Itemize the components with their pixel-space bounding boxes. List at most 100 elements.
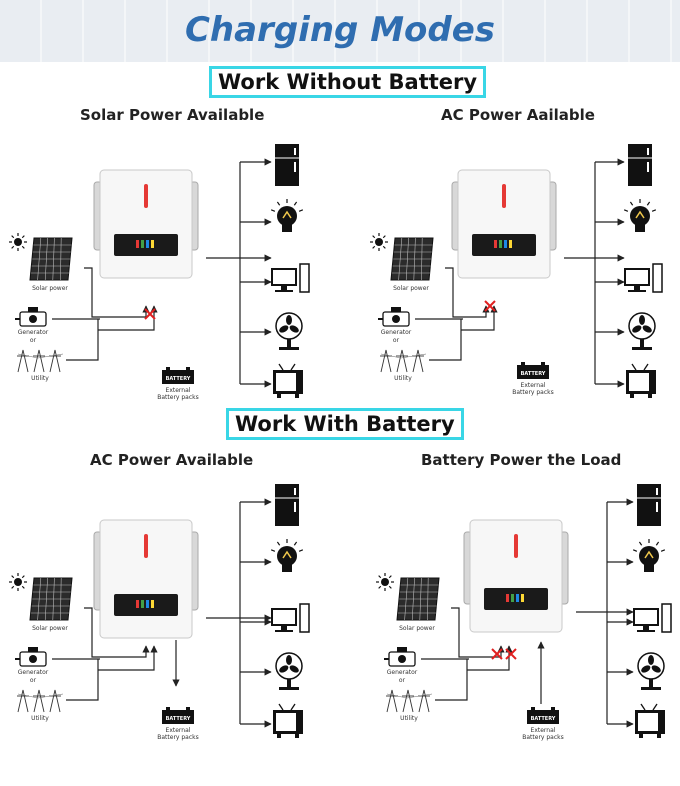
ac-wire xyxy=(467,645,513,671)
quad-title-ac-1: AC Power Aailable xyxy=(441,106,595,124)
tv-screen xyxy=(276,373,296,391)
tv-leg xyxy=(639,734,643,738)
computer-icon xyxy=(633,603,672,633)
tv-leg xyxy=(648,394,652,398)
generator-top xyxy=(28,307,38,312)
generator-icon xyxy=(15,307,47,327)
display-led xyxy=(141,600,144,608)
utility-label: Utility xyxy=(31,715,49,722)
refrigerator-icon xyxy=(275,484,299,526)
fridge-handle xyxy=(294,502,296,512)
solar-wire xyxy=(84,267,150,318)
tv-screen xyxy=(629,373,649,391)
sun-icon xyxy=(376,573,394,591)
battery-body xyxy=(162,370,194,384)
solar-panel-icon xyxy=(396,577,440,621)
sun-ray xyxy=(21,575,25,579)
fridge-handle xyxy=(647,162,649,172)
light-bulb-icon xyxy=(270,539,304,572)
bulb-ray xyxy=(646,201,651,206)
bulb-base xyxy=(282,564,292,572)
tower-leg xyxy=(49,689,61,713)
light-bulb-icon xyxy=(623,199,657,232)
sun-ray xyxy=(21,585,25,589)
refrigerator-icon xyxy=(637,484,661,526)
fan-base xyxy=(632,347,652,350)
battery-caption: External xyxy=(531,727,556,734)
blocked-x-icon xyxy=(484,300,496,312)
solar-wire xyxy=(451,607,505,658)
generator-wheel xyxy=(29,315,37,323)
utility-label: Utility xyxy=(394,375,412,382)
cross-stroke xyxy=(144,308,156,320)
fan-blade xyxy=(651,665,661,673)
generator-icon xyxy=(384,647,416,667)
battery-label: BATTERY xyxy=(521,371,546,377)
tv-screen xyxy=(638,713,658,731)
bulb-glass xyxy=(639,546,659,566)
sun-ray xyxy=(11,575,15,579)
tower-leg xyxy=(418,689,430,713)
utility-tower-icon xyxy=(386,689,433,713)
cross-stroke xyxy=(505,648,517,660)
inverter-indicator xyxy=(502,184,506,208)
battery-caption: Battery packs xyxy=(522,734,564,741)
television-icon xyxy=(273,363,303,398)
fridge-handle xyxy=(294,488,296,495)
quad-title-solar: Solar Power Available xyxy=(80,106,265,124)
sun-ray xyxy=(11,235,15,239)
blocked-x-icon xyxy=(491,648,503,660)
battery-caption: Battery packs xyxy=(512,389,554,396)
bulb-filament xyxy=(282,210,292,219)
blocked-x-icon xyxy=(505,648,517,660)
monitor-stand xyxy=(643,626,649,630)
sun-ray xyxy=(372,235,376,239)
power-line xyxy=(386,693,433,699)
sun-icon xyxy=(370,233,388,251)
bulb-ray xyxy=(276,201,281,206)
fan-base xyxy=(279,347,299,350)
power-line xyxy=(17,693,64,699)
display-led xyxy=(146,240,149,248)
bulb-ray xyxy=(276,541,281,546)
header-banner: Charging Modes xyxy=(0,0,680,62)
bulb-ray xyxy=(660,549,666,552)
pc-tower xyxy=(299,603,310,633)
battery-caption: Battery packs xyxy=(157,734,199,741)
display-led xyxy=(511,594,514,602)
inverter-unit xyxy=(451,169,557,279)
solar-label: Solar power xyxy=(32,285,68,292)
sun-ray xyxy=(378,585,382,589)
tv-leg xyxy=(630,394,634,398)
monitor-screen xyxy=(626,270,648,284)
generator-icon xyxy=(378,307,410,327)
section-title-without-battery: Work Without Battery xyxy=(209,66,487,98)
bulb-glass xyxy=(277,546,297,566)
tower-leg xyxy=(386,689,398,713)
sun-core xyxy=(14,238,22,246)
fan-icon xyxy=(637,652,665,690)
battery-icon: BATTERY xyxy=(527,707,559,724)
battery-label: BATTERY xyxy=(166,376,191,382)
tv-leg xyxy=(657,734,661,738)
fan-icon xyxy=(275,652,303,690)
monitor-base xyxy=(637,630,655,632)
battery-terminal xyxy=(521,362,525,365)
ac-wire xyxy=(98,645,158,671)
generator-top xyxy=(28,647,38,652)
bulb-ray xyxy=(629,201,634,206)
sun-ray xyxy=(388,575,392,579)
fan-blade xyxy=(648,655,654,665)
utility-wire xyxy=(435,659,468,701)
or-label: or xyxy=(399,677,406,684)
fan-pole xyxy=(649,679,653,687)
tv-antenna xyxy=(640,703,646,711)
display-led xyxy=(521,594,524,602)
battery-terminal xyxy=(186,707,190,710)
generator-wheel xyxy=(392,315,400,323)
utility-label: Utility xyxy=(400,715,418,722)
sun-icon xyxy=(9,233,27,251)
